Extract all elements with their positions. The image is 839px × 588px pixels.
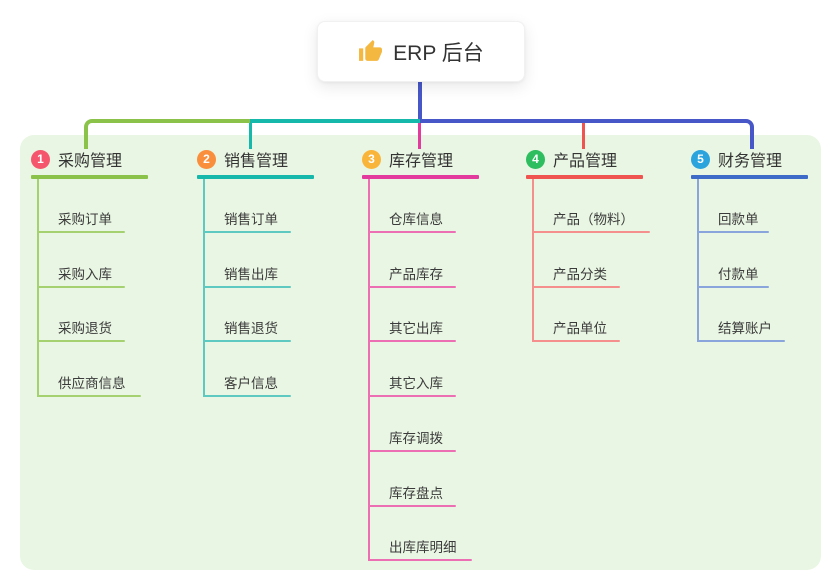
- connector-drop-inventory: [418, 123, 421, 149]
- branch-underline: [197, 175, 314, 179]
- child-underline: [37, 395, 141, 398]
- branch-children-connector: [368, 179, 370, 562]
- child-underline: [532, 285, 620, 288]
- child-node[interactable]: 库存调拨: [389, 430, 443, 446]
- child-node[interactable]: 其它入库: [389, 376, 443, 392]
- child-node[interactable]: 其它出库: [389, 321, 443, 337]
- child-underline: [697, 285, 769, 288]
- child-node[interactable]: 产品（物料）: [553, 212, 634, 227]
- child-underline: [697, 340, 785, 343]
- child-node[interactable]: 库存盘点: [389, 485, 443, 501]
- child-underline: [697, 231, 769, 233]
- connector-root-drop: [418, 79, 422, 120]
- child-underline: [532, 231, 650, 233]
- child-underline: [203, 340, 291, 343]
- branch-node[interactable]: 2 销售管理: [197, 146, 288, 172]
- child-node[interactable]: 回款单: [718, 212, 759, 227]
- connector-drop-sales: [249, 123, 252, 149]
- child-underline: [368, 395, 456, 398]
- connector-bus-indigo: [420, 119, 754, 149]
- child-node[interactable]: 销售退货: [224, 321, 278, 337]
- child-node[interactable]: 出库库明细: [389, 540, 457, 556]
- priority-badge: 4: [526, 149, 545, 169]
- branch-node[interactable]: 5 财务管理: [691, 146, 782, 172]
- branch-title: 财务管理: [718, 153, 783, 170]
- thumbs-up-icon: [359, 40, 383, 61]
- branch-underline: [362, 175, 479, 179]
- branch-underline: [31, 175, 148, 179]
- branch-title: 产品管理: [553, 153, 618, 170]
- branch-underline: [526, 175, 643, 179]
- child-node[interactable]: 采购退货: [58, 321, 112, 337]
- child-node[interactable]: 销售出库: [224, 266, 278, 282]
- child-node[interactable]: 采购入库: [58, 266, 112, 282]
- child-node[interactable]: 付款单: [718, 266, 759, 282]
- connector-bus-teal: [250, 119, 420, 123]
- child-underline: [368, 504, 456, 507]
- branch-children-connector: [532, 179, 534, 343]
- child-underline: [532, 340, 620, 343]
- connector-bus-green: [84, 119, 250, 149]
- child-underline: [203, 285, 291, 288]
- child-underline: [368, 559, 472, 562]
- child-node[interactable]: 产品分类: [553, 266, 607, 282]
- branch-title: 库存管理: [389, 153, 454, 170]
- child-node[interactable]: 结算账户: [718, 321, 772, 337]
- child-node[interactable]: 产品库存: [389, 266, 443, 282]
- branch-children-connector: [37, 179, 39, 398]
- branch-node[interactable]: 1 采购管理: [31, 146, 122, 172]
- child-node[interactable]: 产品单位: [553, 321, 607, 337]
- root-title: ERP 后台: [393, 41, 484, 65]
- branch-children-connector: [203, 179, 205, 398]
- connector-drop-product: [582, 123, 585, 149]
- child-node[interactable]: 销售订单: [224, 212, 278, 227]
- priority-badge: 3: [362, 149, 381, 169]
- child-node[interactable]: 采购订单: [58, 212, 112, 227]
- child-underline: [203, 231, 291, 233]
- child-node[interactable]: 仓库信息: [389, 212, 443, 227]
- child-node[interactable]: 供应商信息: [58, 376, 126, 392]
- child-underline: [368, 449, 456, 452]
- child-node[interactable]: 客户信息: [224, 376, 278, 392]
- root-node[interactable]: ERP 后台: [317, 21, 525, 82]
- branch-title: 销售管理: [224, 153, 289, 170]
- child-underline: [368, 231, 456, 233]
- branch-node[interactable]: 4 产品管理: [526, 146, 617, 172]
- map-background-panel: [20, 135, 821, 570]
- branch-node[interactable]: 3 库存管理: [362, 146, 453, 172]
- child-underline: [368, 340, 456, 343]
- child-underline: [37, 340, 125, 343]
- branch-children-connector: [697, 179, 699, 343]
- child-underline: [37, 231, 125, 233]
- priority-badge: 5: [691, 149, 710, 169]
- child-underline: [37, 285, 125, 288]
- priority-badge: 1: [31, 149, 50, 169]
- child-underline: [368, 285, 456, 288]
- priority-badge: 2: [197, 149, 216, 169]
- branch-title: 采购管理: [58, 153, 123, 170]
- child-underline: [203, 395, 291, 398]
- branch-underline: [691, 175, 808, 179]
